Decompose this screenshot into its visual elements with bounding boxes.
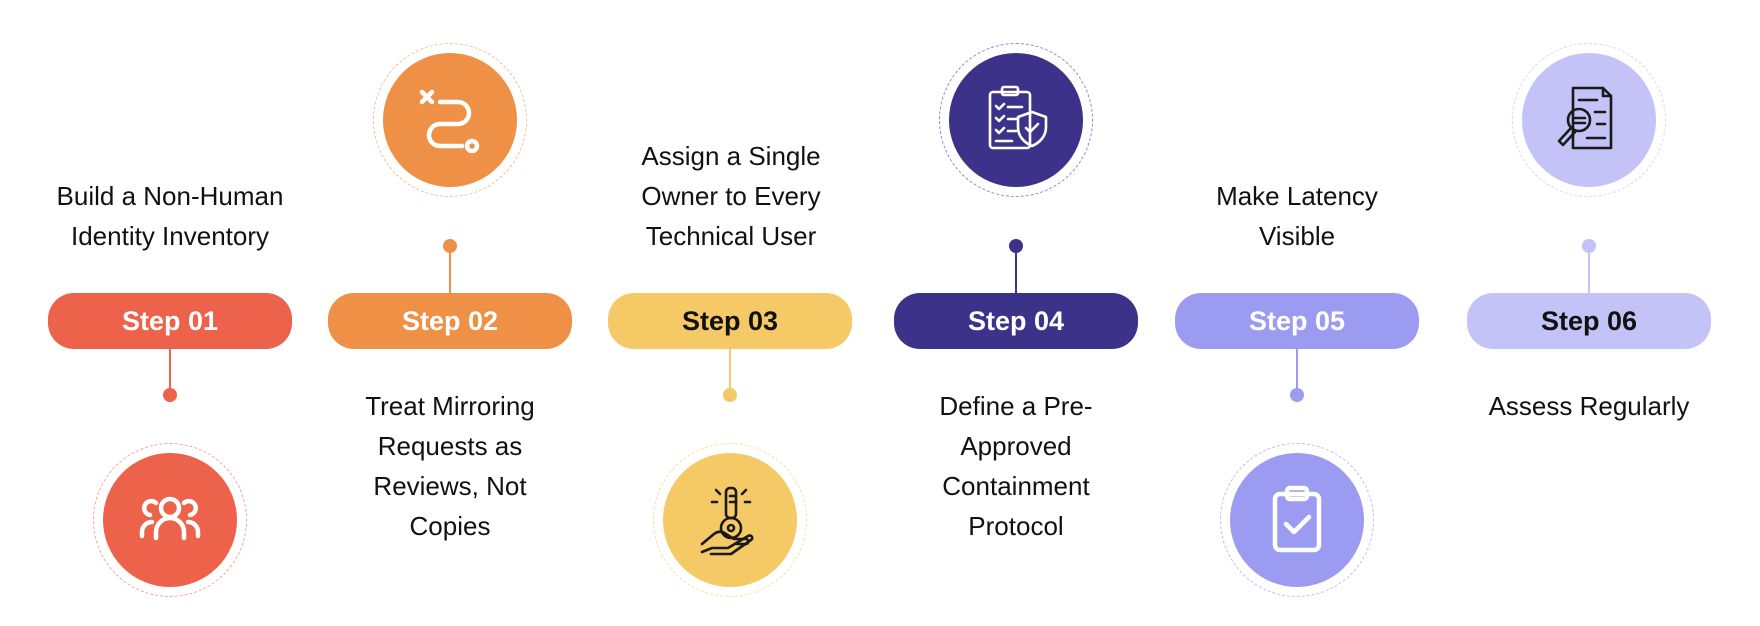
step-05-connector xyxy=(1296,349,1298,395)
step-04-connector xyxy=(1015,246,1017,294)
step-03-pill: Step 03 xyxy=(608,293,852,349)
step-03-icon-circle xyxy=(663,453,797,587)
step-06-label: Assess Regularly xyxy=(1488,391,1690,421)
step-04-icon-ring xyxy=(939,43,1093,197)
step-06-icon-circle xyxy=(1522,53,1656,187)
step-05-icon-circle xyxy=(1230,453,1364,587)
step-05-dot xyxy=(1290,388,1304,402)
step-02-icon-ring xyxy=(373,43,527,197)
route-path-icon xyxy=(419,89,480,154)
step-04-pill: Step 04 xyxy=(894,293,1138,349)
step-01-icon-circle xyxy=(103,453,237,587)
team-users-icon xyxy=(139,496,201,541)
step-06-icon-ring xyxy=(1512,43,1666,197)
step-06-connector xyxy=(1588,246,1590,294)
clipboard-check-icon xyxy=(1272,485,1322,553)
clipboard-shield-icon xyxy=(988,85,1048,150)
step-01-icon-ring xyxy=(93,443,247,597)
step-01-pill: Step 01 xyxy=(48,293,292,349)
step-04-icon-circle xyxy=(949,53,1083,187)
step-02-connector xyxy=(449,246,451,294)
document-search-icon xyxy=(1557,86,1613,150)
key-hand-icon xyxy=(700,486,754,556)
step-05-icon-ring xyxy=(1220,443,1374,597)
step-03-connector xyxy=(729,349,731,395)
step-03-dot xyxy=(723,388,737,402)
step-06-pill: Step 06 xyxy=(1467,293,1711,349)
step-02-icon-circle xyxy=(383,53,517,187)
step-03-icon-ring xyxy=(653,443,807,597)
step-05-pill: Step 05 xyxy=(1175,293,1419,349)
step-02-pill: Step 02 xyxy=(328,293,572,349)
step-01-connector xyxy=(169,349,171,395)
step-01-dot xyxy=(163,388,177,402)
